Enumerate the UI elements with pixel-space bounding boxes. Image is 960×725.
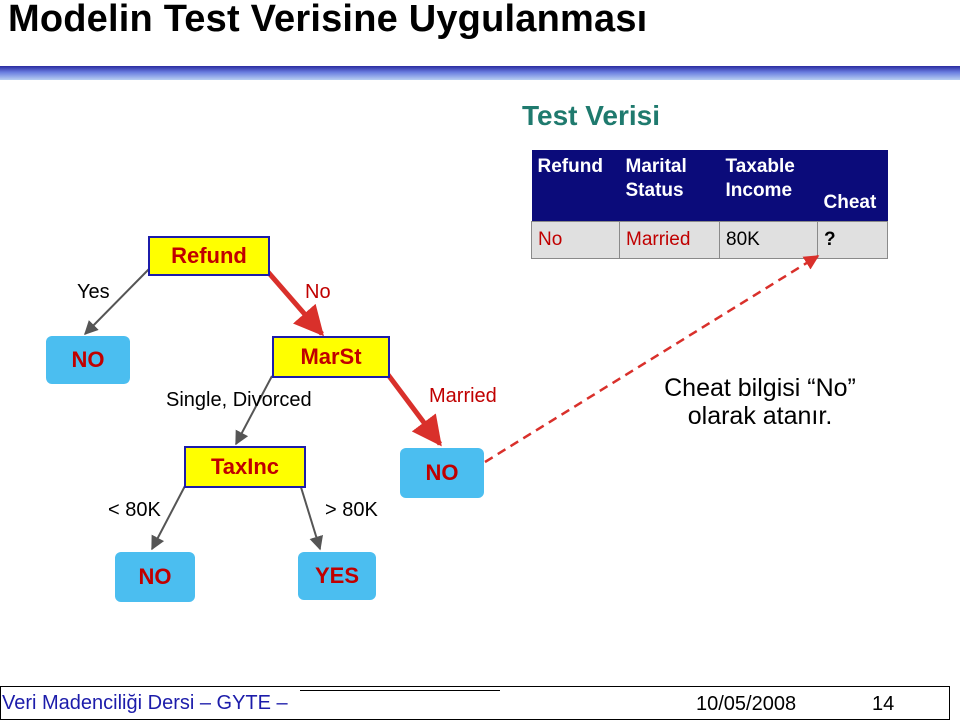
leaf-no-under-80k: NO	[115, 552, 195, 602]
node-marst: MarSt	[272, 336, 390, 378]
label-less-80k: < 80K	[108, 499, 161, 521]
edge-marst-married	[384, 370, 442, 447]
test-data-title: Test Verisi	[522, 100, 661, 131]
result-note-line2: olarak atanır.	[687, 402, 833, 430]
cell-cheat: ?	[817, 221, 888, 259]
cell-refund: No	[531, 221, 620, 259]
label-no: No	[305, 281, 331, 303]
edge-refund-yes	[84, 267, 151, 335]
header-cheat: Cheat	[817, 150, 888, 222]
footer-page-number: 14	[872, 693, 895, 715]
footer-divider	[300, 690, 500, 691]
label-greater-80k: > 80K	[325, 499, 378, 521]
cell-taxable-income: 80K	[719, 221, 818, 259]
footer-bar	[0, 686, 950, 720]
label-married: Married	[429, 385, 497, 407]
edge-marst-single	[235, 375, 273, 446]
edge-taxinc-gt	[299, 483, 323, 551]
footer-date: 10/05/2008	[696, 693, 797, 715]
dashed-arrow-to-test-record	[484, 254, 820, 464]
footer: Veri Madenciliği Dersi – GYTE – 10/05/20…	[0, 686, 950, 720]
title-rule	[0, 66, 960, 80]
leaf-yes-over-80k: YES	[298, 552, 376, 600]
result-note: Cheat bilgisi “No” olarak atanır.	[640, 374, 880, 430]
label-single-divorced: Single, Divorced	[166, 389, 312, 411]
node-taxinc: TaxInc	[184, 446, 306, 488]
test-table-row: No Married 80K ?	[531, 221, 888, 259]
cell-marital-status: Married	[619, 221, 720, 259]
edge-refund-no	[266, 270, 324, 337]
leaf-no-refund-yes: NO	[46, 336, 130, 384]
edge-taxinc-lt	[151, 483, 187, 551]
node-refund: Refund	[148, 236, 270, 276]
label-yes: Yes	[77, 281, 110, 303]
footer-course: Veri Madenciliği Dersi – GYTE –	[2, 692, 288, 714]
header-refund: Refund	[531, 150, 620, 222]
leaf-no-married: NO	[400, 448, 484, 498]
slide-title: Modelin Test Verisine Uygulanması	[8, 0, 648, 40]
result-note-line1: Cheat bilgisi “No”	[664, 374, 856, 402]
